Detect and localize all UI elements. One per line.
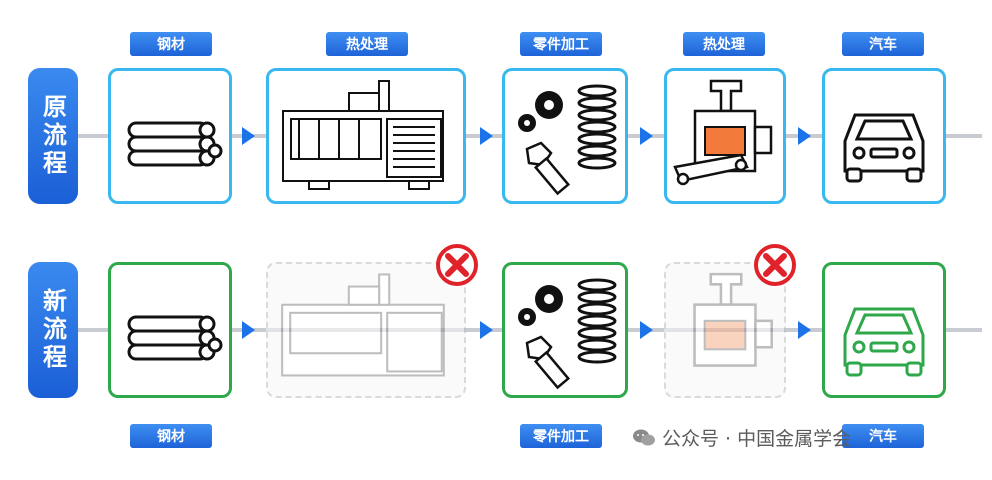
wechat-icon [633,429,655,445]
tag-part-machining-top: 零件加工 [520,32,602,56]
arrow-right-icon [242,321,255,339]
gears-spring-bolt-icon [518,84,617,196]
steel-bars-icon [127,121,223,167]
arrow-right-icon [798,127,811,145]
step-part-machining-original [502,68,628,204]
arrow-right-icon [640,321,653,339]
tag-car-top: 汽车 [842,32,924,56]
arrow-right-icon [798,321,811,339]
gears-spring-bolt-icon [518,278,617,390]
step-heat-treatment-removed-1 [266,262,466,398]
step-heat-treatment-original-2 [664,68,786,204]
step-heat-treatment-original-1 [266,68,466,204]
step-part-machining-new [502,262,628,398]
step-steel-original [108,68,232,204]
arrow-right-icon [640,127,653,145]
reject-x-icon [754,244,796,286]
furnace-machine-icon [281,273,445,377]
tag-part-machining-bottom: 零件加工 [520,424,602,448]
reject-x-icon [436,244,478,286]
tag-heat-treatment-2: 热处理 [683,32,765,56]
tag-steel-bottom: 钢材 [130,424,212,448]
conveyor-furnace-icon [673,79,773,186]
watermark-text: 公众号 · 中国金属学会 [662,428,852,450]
watermark: 公众号 · 中国金属学会 [632,424,851,451]
step-heat-treatment-removed-2 [664,262,786,398]
car-icon [843,113,925,183]
tag-heat-treatment-1: 热处理 [326,32,408,56]
row-label-new: 新流程 [28,262,78,398]
arrow-right-icon [480,321,493,339]
step-steel-new [108,262,232,398]
furnace-machine-icon [282,80,444,190]
step-car-new [822,262,946,398]
car-green-icon [843,307,925,377]
tag-car-bottom: 汽车 [842,424,924,448]
conveyor-furnace-icon [693,272,773,367]
arrow-right-icon [242,127,255,145]
arrow-right-icon [480,127,493,145]
steel-bars-icon [127,315,223,361]
tag-steel-top: 钢材 [130,32,212,56]
row-label-original: 原流程 [28,68,78,204]
step-car-original [822,68,946,204]
